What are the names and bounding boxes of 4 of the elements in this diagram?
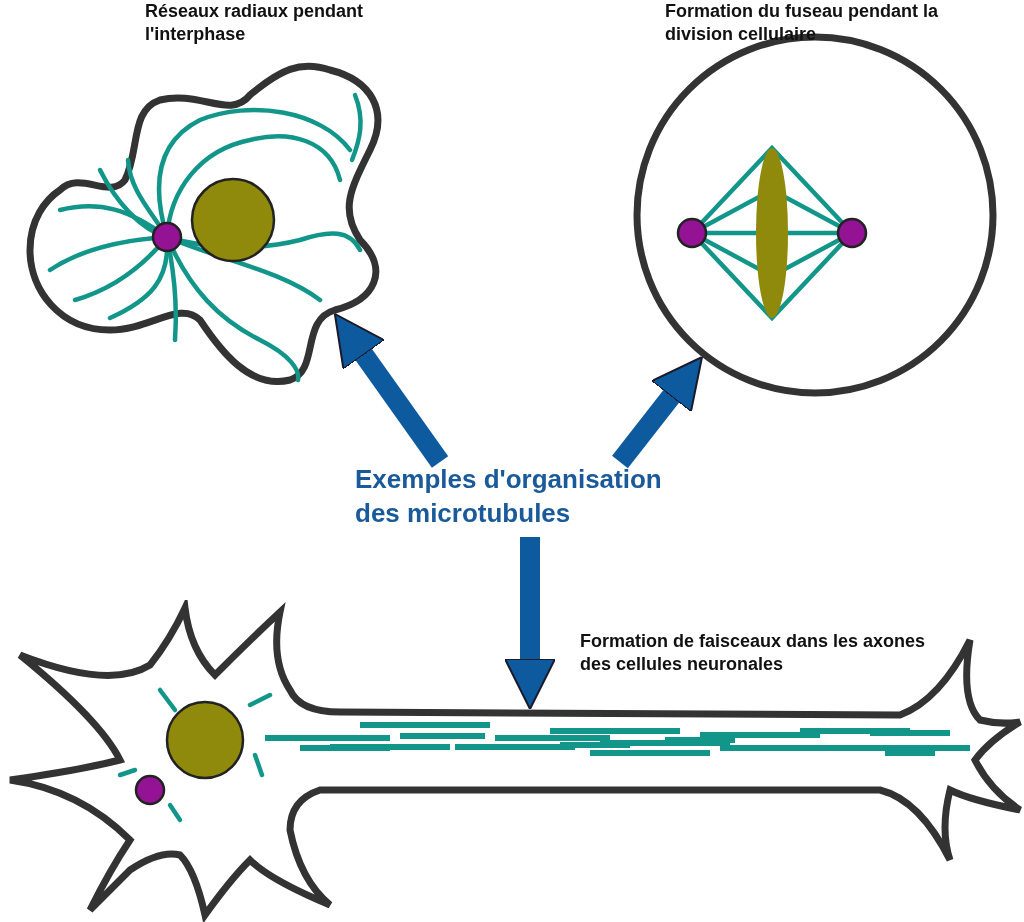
heading: Réseaux radiaux pendant l'interphase	[145, 0, 365, 46]
arrow	[612, 356, 703, 469]
arrow	[333, 312, 449, 468]
center-label: Exemples d'organisation des microtubules	[355, 462, 705, 537]
